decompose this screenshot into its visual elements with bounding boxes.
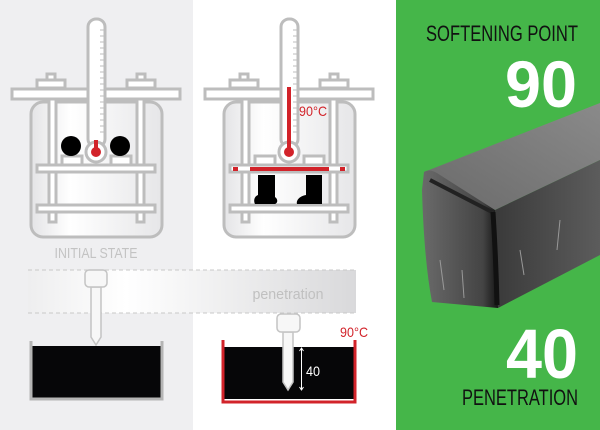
penetration-temperature-label: 90°C bbox=[340, 324, 368, 340]
reference-line-tick bbox=[233, 167, 238, 171]
needle-penetrated bbox=[276, 313, 301, 392]
softening-point-title: SOFTENING POINT bbox=[426, 21, 578, 46]
bitumen-block-image bbox=[422, 103, 600, 308]
needle-initial bbox=[84, 269, 108, 347]
thermometer-mercury-high bbox=[287, 87, 291, 150]
penetration-band bbox=[28, 270, 356, 313]
penetration-value: 40 bbox=[506, 315, 578, 393]
penetration-title: PENETRATION bbox=[462, 385, 578, 410]
penetration-band-label: penetration bbox=[253, 286, 324, 303]
sagging-bitumen-left bbox=[254, 175, 278, 204]
penetration-depth-label: 40 bbox=[306, 363, 320, 379]
thermometer-scale-left bbox=[100, 29, 105, 133]
steel-ball bbox=[61, 136, 81, 156]
initial-state-label: INITIAL STATE bbox=[55, 245, 138, 262]
thermometer-scale-middle bbox=[293, 29, 298, 133]
reference-line bbox=[250, 167, 329, 171]
depth-arrow bbox=[299, 347, 304, 391]
thermometer-mercury-low bbox=[94, 140, 98, 150]
sagging-bitumen-right bbox=[296, 175, 322, 204]
thermometer-bulb bbox=[91, 147, 101, 157]
sample-container-heated bbox=[221, 340, 357, 404]
reference-line-tick bbox=[340, 167, 345, 171]
softening-temperature-label: 90°C bbox=[299, 103, 327, 119]
thermometer-bulb bbox=[284, 147, 294, 157]
sample-container-initial bbox=[29, 341, 164, 401]
softening-point-value: 90 bbox=[505, 47, 577, 121]
steel-ball bbox=[110, 136, 130, 156]
bitumen-sample-initial bbox=[31, 346, 162, 398]
ring-and-ball-apparatus-initial bbox=[10, 17, 182, 239]
